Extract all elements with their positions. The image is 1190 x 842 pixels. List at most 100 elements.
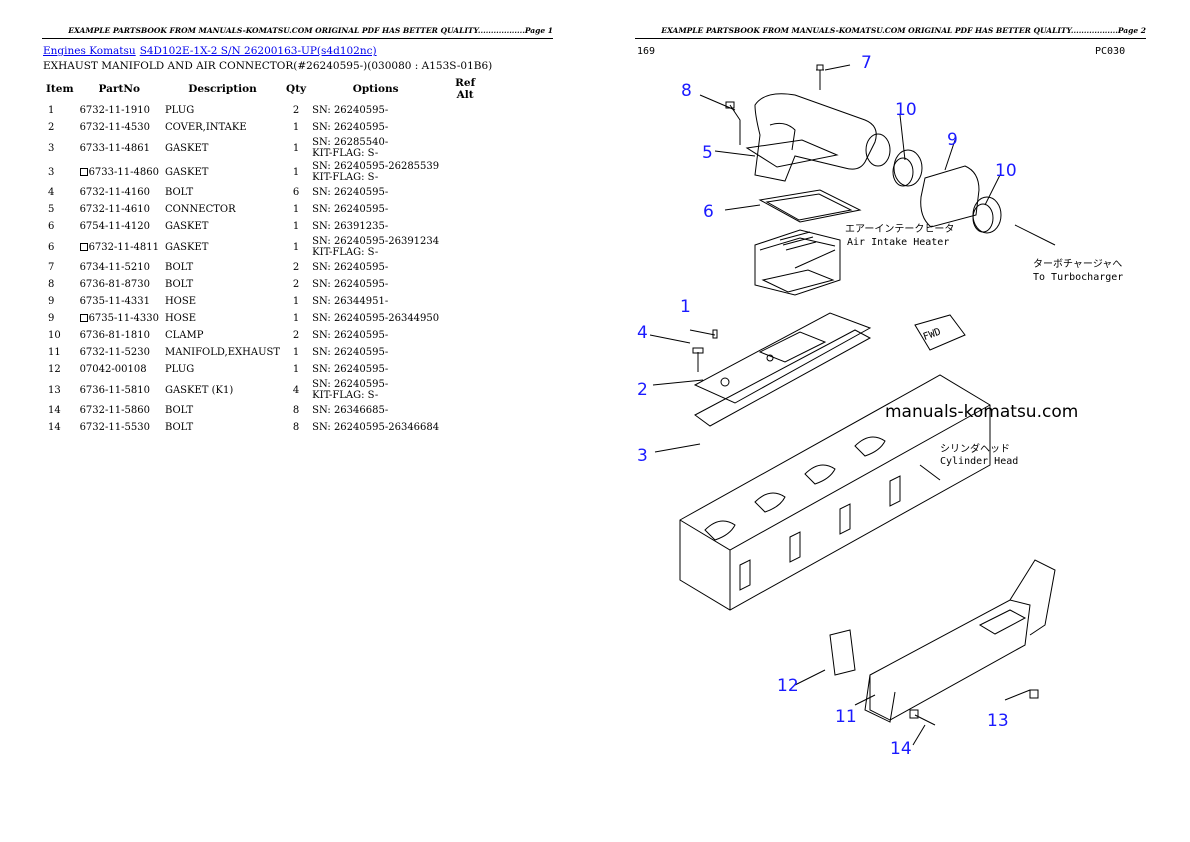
partno-cell: 6732-11-4811 [77,235,162,259]
options-serial: SN: 26240595-26391234 [312,236,440,247]
options-cell: SN: 26240595- [309,327,442,344]
options-cell: SN: 26346685- [309,402,442,419]
refalt-cell [442,136,488,160]
fwd-label: FWD [922,327,943,344]
partno-cell-text: 6733-11-4860 [88,166,159,178]
qty-cell: 4 [283,378,309,402]
callout-10a: 10 [895,100,917,120]
options-serial: SN: 26240595- [312,379,389,390]
parts-table: Item PartNo Description Qty Options Ref … [43,76,488,436]
exploded-parts-diagram: 8 5 6 7 10 9 10 1 4 2 3 12 11 14 13 エアーイ… [637,53,1123,759]
refalt-cell [442,419,488,436]
partno-cell: 6732-11-5530 [77,419,162,436]
partno-cell-text: 6734-11-5210 [79,262,150,273]
partno-cell-text: 6732-11-5230 [79,347,150,358]
options-serial: SN: 26285540- [312,137,389,148]
options-serial: SN: 26240595- [312,122,389,133]
item-cell-text: 1 [48,105,55,116]
gasket-drawing-13 [829,629,856,676]
qty-cell-text: 1 [292,221,300,232]
partno-cell: 6732-11-4610 [77,201,162,218]
callout-1: 1 [680,297,691,317]
page-title: EXHAUST MANIFOLD AND AIR CONNECTOR(#2624… [43,60,493,72]
qty-cell-text: 4 [292,384,300,396]
description-cell-text: BOLT [164,187,194,198]
options-cell: SN: 26240595- [309,119,442,136]
substitute-marker-icon [79,314,88,322]
qty-cell-text: 1 [292,204,300,215]
column-header-description: Description [188,83,257,95]
qty-cell: 2 [283,276,309,293]
refalt-cell [442,160,488,184]
cylinder-head-drawing [679,374,991,611]
page-header: EXAMPLE PARTSBOOK FROM MANUALS-KOMATSU.C… [42,26,553,39]
breadcrumb-link-engines[interactable]: Engines Komatsu [43,45,136,57]
diagram-corner-code-right: PC030 [1095,46,1126,57]
item-cell-text: 9 [48,296,55,307]
item-cell-text: 9 [48,313,55,324]
options-serial: SN: 26240595- [312,364,389,375]
options-serial: SN: 26240595- [312,330,389,341]
refalt-cell [442,293,488,310]
watermark: manuals-komatsu.com [885,402,1079,422]
description-cell-text: HOSE [164,296,197,307]
breadcrumb-link-model[interactable]: S4D102E-1X-2 S/N 26200163-UP(s4d102nc) [139,45,377,57]
description-cell-text: COVER,INTAKE [164,122,247,133]
item-cell-text: 5 [48,204,55,215]
partno-cell-text: 6736-81-8730 [79,279,150,290]
qty-cell-text: 1 [292,122,300,133]
qty-cell: 2 [283,259,309,276]
qty-cell-text: 8 [292,422,300,433]
hose-clamp-drawing [892,149,1002,234]
air-heater-label-jp: エアーインテークヒータ [845,223,954,235]
options-cell: SN: 26240595- [309,184,442,201]
qty-cell-text: 1 [292,347,300,358]
plug-drawing-12 [1029,689,1039,699]
qty-cell: 1 [283,201,309,218]
callout-14: 14 [890,739,912,759]
bolt-drawing-8 [725,101,741,145]
refalt-cell [442,119,488,136]
refalt-cell [442,218,488,235]
item-cell: 14 [43,402,77,419]
item-cell: 6 [43,235,77,259]
refalt-cell [442,310,488,327]
options-cell: SN: 26240595- [309,344,442,361]
item-cell: 12 [43,361,77,378]
partno-cell-text: 6732-11-4811 [88,241,159,253]
partno-cell: 6736-81-8730 [77,276,162,293]
air-intake-heater-drawing [754,229,841,296]
partno-cell-text: 6735-11-4331 [79,296,150,307]
partno-cell: 6754-11-4120 [77,218,162,235]
item-cell-text: 6 [48,241,55,253]
qty-cell: 2 [283,327,309,344]
description-cell-text: GASKET (K1) [164,384,234,396]
description-cell-text: GASKET [164,221,209,232]
options-cell: SN: 26240595- [309,201,442,218]
item-cell: 2 [43,119,77,136]
qty-cell: 1 [283,136,309,160]
callout-8: 8 [681,81,692,101]
partno-cell: 6732-11-4530 [77,119,162,136]
description-cell: PLUG [162,102,283,119]
description-cell: BOLT [162,419,283,436]
item-cell: 4 [43,184,77,201]
substitute-marker-icon [79,167,88,176]
partno-cell-text: 6736-11-5810 [79,384,150,396]
qty-cell-text: 6 [292,187,300,198]
item-cell: 9 [43,293,77,310]
refalt-cell [442,378,488,402]
item-cell: 3 [43,160,77,184]
description-cell: BOLT [162,402,283,419]
description-cell: BOLT [162,259,283,276]
options-serial: SN: 26240595-26346684 [312,422,440,433]
partno-cell: 6732-11-5230 [77,344,162,361]
